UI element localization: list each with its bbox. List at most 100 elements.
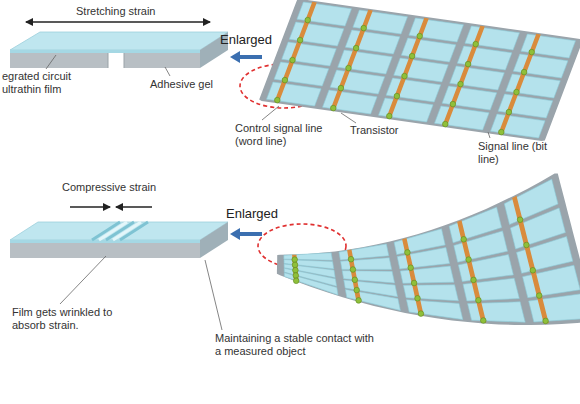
transistor-dot bbox=[521, 69, 527, 75]
film-tile bbox=[523, 265, 580, 298]
transistor-dot bbox=[293, 267, 299, 273]
transistor-dot bbox=[346, 65, 352, 71]
note-label: Film gets wrinkled to absorb strain. bbox=[12, 306, 134, 332]
transistor-dot bbox=[473, 41, 479, 47]
transistor-dot bbox=[293, 273, 299, 279]
transistor-dot bbox=[514, 89, 520, 95]
strain-label: Stretching strain bbox=[76, 5, 155, 18]
transistor-dot bbox=[348, 256, 354, 262]
word-line bbox=[498, 34, 541, 135]
transistor-dot bbox=[290, 57, 296, 63]
flat-sensor-array bbox=[259, 0, 580, 141]
transistor-dot bbox=[461, 237, 467, 243]
transistor-dot bbox=[293, 278, 299, 284]
transistor-dot bbox=[354, 287, 360, 293]
transistor-dot bbox=[282, 77, 288, 83]
transistor-dot bbox=[292, 262, 298, 268]
film-tile bbox=[345, 289, 400, 310]
strain-arrow bbox=[26, 21, 210, 22]
transistor-dot bbox=[411, 280, 417, 286]
film-tile bbox=[284, 273, 338, 295]
film-tile bbox=[468, 302, 526, 322]
film-tile bbox=[267, 82, 322, 106]
adhesive-gel bbox=[259, 0, 580, 141]
transistor-dot bbox=[331, 105, 337, 111]
transistor-dot bbox=[305, 17, 311, 23]
word-line bbox=[330, 10, 373, 111]
transistor-dot bbox=[394, 93, 400, 99]
transistor-dot bbox=[338, 85, 344, 91]
transistor-dot bbox=[465, 61, 471, 67]
transistor-dot bbox=[499, 129, 505, 135]
part-label: Signal line (bit line) bbox=[478, 140, 548, 166]
bent-sensor-array bbox=[277, 173, 580, 325]
word-line bbox=[274, 2, 317, 103]
transistor-dot bbox=[352, 277, 358, 283]
film-tile bbox=[397, 248, 449, 270]
transistor-dot bbox=[417, 33, 423, 39]
transistor-dot bbox=[481, 318, 487, 324]
enlarged-label: Enlarged bbox=[226, 206, 278, 221]
transistor-dot bbox=[536, 293, 542, 299]
transistor-dot bbox=[476, 297, 482, 303]
film-tile bbox=[284, 253, 333, 260]
transistor-dot bbox=[418, 311, 424, 317]
word-line bbox=[442, 26, 485, 127]
highlight-ellipse bbox=[258, 224, 346, 268]
word-line bbox=[386, 18, 429, 119]
part-label: Control signal line (word line) bbox=[235, 122, 345, 148]
word-line bbox=[512, 196, 549, 324]
transistor-dot bbox=[530, 268, 536, 274]
transistor-dot bbox=[409, 53, 415, 59]
transistor-dot bbox=[506, 109, 512, 115]
enlarge-arrowhead bbox=[230, 51, 240, 63]
film-tile bbox=[458, 255, 513, 282]
film-tile bbox=[339, 244, 389, 260]
transistor-dot bbox=[466, 257, 472, 263]
transistor-dot bbox=[353, 45, 359, 51]
enlarge-arrow bbox=[238, 55, 262, 59]
film-tile bbox=[379, 98, 434, 122]
transistor-dot bbox=[350, 267, 356, 273]
word-line bbox=[347, 250, 361, 303]
word-line bbox=[457, 220, 486, 323]
transistor-dot bbox=[408, 265, 414, 271]
transistor-dot bbox=[292, 257, 298, 263]
transistor-dot bbox=[356, 298, 362, 304]
transistor-dot bbox=[458, 81, 464, 87]
transistor-dot bbox=[529, 49, 535, 55]
part-label: Adhesive gel bbox=[150, 78, 213, 91]
transistor-dot bbox=[543, 318, 549, 324]
strain-label: Compressive strain bbox=[62, 181, 156, 194]
transistor-dot bbox=[443, 121, 449, 127]
compress-arrow bbox=[116, 206, 152, 207]
transistor-dot bbox=[402, 73, 408, 79]
stretched-film bbox=[10, 32, 228, 68]
transistor-dot bbox=[517, 217, 523, 223]
enlarged-label: Enlarged bbox=[220, 32, 272, 47]
enlarge-arrowhead bbox=[230, 228, 240, 240]
film-tile bbox=[529, 294, 580, 322]
film-tile bbox=[407, 300, 463, 320]
transistor-dot bbox=[361, 25, 367, 31]
transistor-dot bbox=[297, 37, 303, 43]
transistor-dot bbox=[415, 296, 421, 302]
compress-arrow bbox=[70, 206, 110, 207]
transistor-dot bbox=[387, 113, 393, 119]
wrinkled-film bbox=[10, 222, 228, 258]
part-label: Transistor bbox=[350, 124, 399, 137]
film-tile bbox=[403, 285, 458, 301]
transistor-dot bbox=[275, 97, 281, 103]
transistor-dot bbox=[524, 242, 530, 248]
transistor-dot bbox=[405, 250, 411, 256]
film-tile bbox=[323, 90, 378, 114]
film-tile bbox=[435, 106, 490, 130]
leader-lines bbox=[46, 55, 490, 330]
adhesive-gel bbox=[277, 173, 580, 325]
film-tile bbox=[491, 114, 546, 138]
transistor-dot bbox=[450, 101, 456, 107]
transistor-dot bbox=[471, 277, 477, 283]
part-label: egrated circuit ultrathin film bbox=[2, 70, 90, 96]
note-label: Maintaining a stable contact with a meas… bbox=[215, 332, 383, 358]
